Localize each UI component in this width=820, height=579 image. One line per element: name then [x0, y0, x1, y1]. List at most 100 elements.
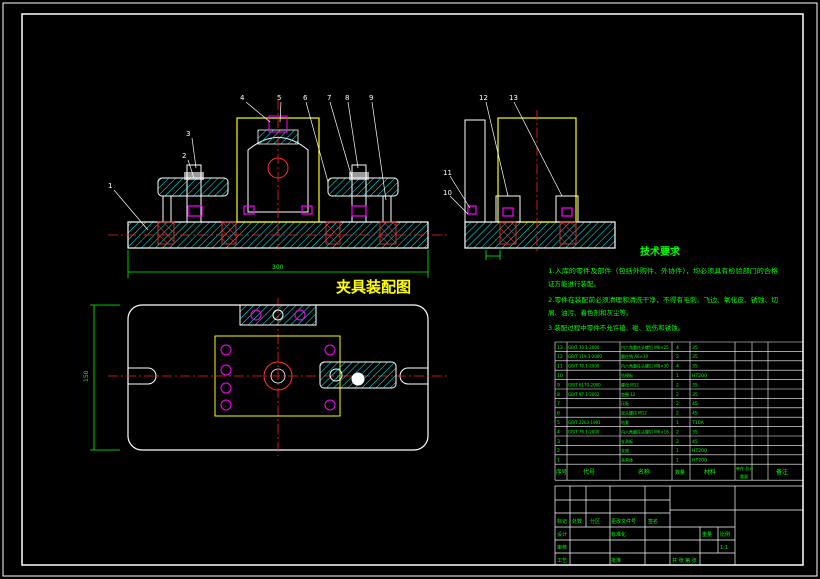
bom-row-no: 5 [557, 420, 560, 426]
bom-row-no: 3 [557, 439, 560, 445]
bom-row-material: T10A [691, 420, 705, 426]
tb-design: 设计 [557, 531, 567, 538]
tb-weight: 重量 [702, 531, 712, 538]
tech-req-line-1: 1.入库的零件及部件（包括外购件、外协件），均必须具有检验部门的合格 [548, 266, 779, 275]
bom-row-code: GB/T 6170-2000 [568, 382, 601, 387]
bom-row-qty: 4 [676, 345, 679, 351]
bom-row-qty: 1 [676, 458, 679, 464]
bom-header-qty: 数量 [675, 469, 685, 476]
bom-row-no: 1 [557, 458, 560, 464]
bom-row-code: GB/T 2263-1991 [568, 420, 601, 425]
tb-scale: 1:1 [720, 545, 728, 551]
bom-header-code: 代号 [583, 468, 595, 476]
bom-row-qty: 1 [676, 373, 679, 379]
tb-zone: 分区 [590, 518, 600, 525]
bom-row-name: 螺母 M12 [621, 381, 639, 387]
bom-row-name: 支承板 [621, 438, 633, 444]
bom-row-name: 内六角圆柱头螺钉 M6×25 [621, 344, 669, 350]
side-view: 12 13 11 10 [443, 94, 616, 260]
bom-row-material: HT200 [692, 373, 707, 379]
bom-row-material: 35 [692, 345, 698, 351]
bom-row-no: 7 [557, 401, 560, 407]
bom-row-material: 45 [692, 411, 698, 417]
bom-header-mass-label: 重量 [740, 473, 748, 479]
bom-row-material: 45 [692, 439, 698, 445]
top-view: 150 [83, 298, 450, 456]
bom-row-qty: 1 [676, 420, 679, 426]
bom-row-no: 8 [557, 392, 560, 398]
bom-row-name: 内六角圆柱头螺钉 M8×30 [621, 363, 669, 369]
bom-row-name: 双头螺柱 M12 [621, 410, 647, 416]
tb-check: 审核 [557, 544, 567, 551]
bom-row-name: 夹具体 [621, 457, 633, 463]
tb-sheet: 共 张 第 张 [672, 557, 697, 564]
tech-req-line-3: 2.零件在装配前必须清理和清洗干净，不得有毛刺、飞边、氧化皮、锈蚀、切 [548, 295, 779, 304]
bom-header-mass: 单件 总计 [736, 465, 753, 471]
bom-row-material: 35 [692, 364, 698, 370]
bom-row-name: 垫圈 12 [621, 391, 636, 397]
bom-row-material: 35 [692, 392, 698, 398]
tech-req-line-4: 屑、油污、着色剂和灰尘等。 [548, 308, 633, 317]
bom-row-no: 13 [557, 345, 563, 351]
tb-mark: 标记 [557, 518, 567, 525]
callout-6: 6 [303, 94, 308, 102]
bom-row-code: GB/T 70.1-2000 [568, 364, 600, 369]
tb-sign: 签名 [648, 518, 658, 525]
bom-row-code: GB/T 70.1-2000 [568, 429, 600, 434]
bom-row-no: 11 [557, 364, 563, 370]
bom-row-name: 内六角圆柱头螺钉 M6×16 [621, 428, 669, 434]
bom-row-name: 圆柱销 A6×30 [621, 353, 648, 359]
tech-req-title: 技术要求 [640, 245, 681, 258]
height-dimension: 150 [83, 370, 90, 382]
callout-3: 3 [186, 130, 190, 138]
bom-header-material: 材料 [704, 468, 716, 476]
callout-10: 10 [443, 189, 452, 197]
bom-row-qty: 2 [676, 429, 679, 435]
bom-row-no: 12 [557, 354, 563, 360]
tb-change-no: 更改文件号 [611, 518, 636, 525]
bom-row-material: HT200 [692, 448, 707, 454]
bom-row-material: 45 [692, 401, 698, 407]
length-dimension: 300 [272, 264, 284, 271]
front-view: 300 1 2 3 4 5 6 7 8 9 [108, 94, 450, 278]
drawing-title: 夹具装配图 [336, 278, 411, 296]
tb-std: 标准化 [611, 531, 626, 538]
bom-row-no: 10 [557, 373, 563, 379]
technical-requirements: 技术要求 1.入库的零件及部件（包括外购件、外协件），均必须具有检验部门的合格 … [548, 245, 779, 332]
callout-7: 7 [327, 94, 331, 102]
callout-8: 8 [345, 94, 349, 102]
bom-row-qty: 4 [676, 364, 679, 370]
bom-row-material: 35 [692, 382, 698, 388]
bom-row-no: 9 [557, 382, 560, 388]
bom-row-qty: 2 [676, 401, 679, 407]
callout-2: 2 [182, 152, 186, 160]
bom-row-material: HT200 [692, 458, 707, 464]
callout-11: 11 [443, 169, 452, 177]
bom-row-code: GB/T 70.1-2000 [568, 345, 600, 350]
callout-4: 4 [240, 94, 245, 102]
tech-req-line-5: 3.装配过程中零件不允许磕、碰、划伤和锈蚀。 [548, 323, 684, 332]
bom-header-no: 序号 [556, 468, 568, 476]
tb-process: 工艺 [557, 558, 567, 564]
inner-frame [21, 13, 804, 566]
tech-req-line-2: 证方能进行装配。 [548, 279, 600, 288]
bom-header-remark: 备注 [776, 468, 788, 476]
bom-row-no: 2 [557, 448, 560, 454]
callout-13: 13 [509, 94, 518, 102]
bom-row-name: 钻套 [621, 419, 629, 425]
callout-12: 12 [479, 94, 488, 102]
bom-row-name: 支座 [621, 447, 629, 453]
bom-row-code: GB/T 97.1-2002 [568, 392, 600, 397]
bom-row-no: 4 [557, 429, 560, 435]
callout-9: 9 [369, 94, 373, 102]
bom-row-qty: 2 [676, 411, 679, 417]
tb-scale-label: 比例 [720, 531, 730, 538]
bom-row-qty: 2 [676, 392, 679, 398]
callout-1: 1 [108, 182, 112, 190]
bom-row-name: 钻模板 [621, 372, 633, 378]
bom-row-qty: 1 [676, 448, 679, 454]
title-block [554, 485, 804, 566]
